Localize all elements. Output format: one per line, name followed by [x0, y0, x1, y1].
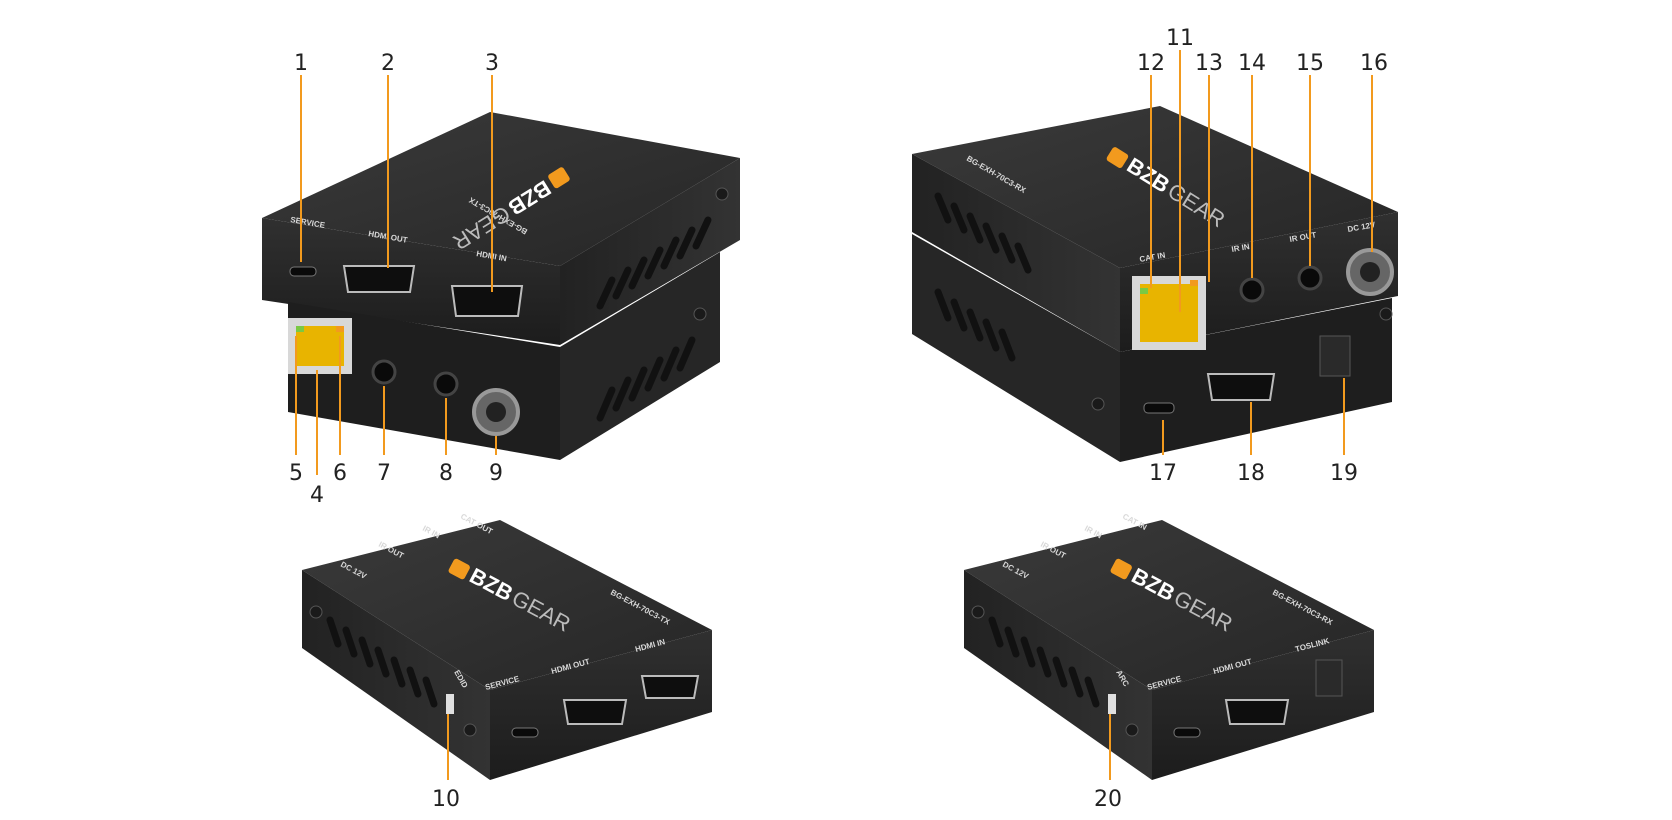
callout-16: 16	[1360, 51, 1388, 76]
rx-ir-out-jack	[1297, 265, 1323, 291]
rx-single-screw	[971, 605, 985, 619]
tx-single-hdmi-in	[640, 675, 700, 699]
tx-ir-out-jack	[433, 371, 459, 397]
rx-screw	[1379, 307, 1393, 321]
callout-numbers: 1 2 3 4 5 6 7 8 9 10 11 12 13 14 15 16 1…	[289, 26, 1388, 812]
tx-single-vents	[326, 616, 438, 708]
tx-rj45-led-left	[296, 326, 304, 332]
callout-4: 4	[310, 483, 324, 508]
tx-vents-upper	[596, 216, 712, 310]
rx-rj45-led-left	[1140, 288, 1148, 294]
tx-hdmi-in-port	[450, 285, 524, 317]
rx-single-vents	[988, 616, 1100, 708]
tx-stacked-view: SERVICE HDMI OUT HDMI IN BG-EXH-70C3-TX …	[262, 112, 740, 460]
rx-rj45-jack	[1140, 284, 1198, 342]
rx-single-screw	[1125, 723, 1139, 737]
rx-rj45-led-right	[1190, 280, 1198, 286]
callout-12: 12	[1137, 51, 1165, 76]
tx-ir-in-jack	[371, 359, 397, 385]
callout-19: 19	[1330, 461, 1358, 486]
tx-single-service-usb	[511, 727, 539, 738]
rx-toslink-port	[1319, 335, 1351, 377]
rx-single-hdmi-out	[1224, 699, 1290, 725]
rx-vents-lower	[934, 288, 1016, 362]
rx-vents-upper	[934, 192, 1032, 274]
tx-single-top	[302, 520, 712, 690]
rx-single-toslink	[1315, 659, 1343, 697]
tx-screw	[693, 307, 707, 321]
rx-single-logo-mark	[1110, 558, 1132, 580]
rx-single-view: ARC SERVICE HDMI OUT TOSLINK BG-EXH-70C3…	[964, 512, 1374, 780]
tx-single-hdmi-out	[562, 699, 628, 725]
callout-6: 6	[333, 461, 347, 486]
tx-single-view: EDID SERVICE HDMI OUT HDMI IN BG-EXH-70C…	[302, 512, 712, 780]
rx-top-logo-mark	[1106, 147, 1129, 168]
rx-stacked-view: CAT IN IR IN IR OUT DC 12V BG-EXH-70C3-R…	[912, 106, 1398, 462]
rx-dc-jack-core	[1360, 262, 1380, 282]
tx-rj45-jack	[296, 326, 344, 366]
tx-hdmi-out-port	[342, 265, 416, 293]
tx-vents-lower	[596, 336, 696, 422]
rx-upper-side	[912, 154, 1120, 352]
tx-lower-side	[560, 252, 720, 460]
tx-screw	[715, 187, 729, 201]
callout-9: 9	[489, 461, 503, 486]
rx-lower-side	[912, 234, 1120, 462]
rx-top-lid	[912, 106, 1398, 268]
tx-service-usb	[289, 266, 317, 277]
tx-single-screw	[309, 605, 323, 619]
rx-hdmi-out-port	[1206, 373, 1276, 401]
tx-dc-jack-core	[486, 402, 506, 422]
callout-11: 11	[1166, 26, 1194, 51]
rx-cat-in-label: CAT IN	[1139, 251, 1166, 264]
rx-ir-in-jack	[1239, 277, 1265, 303]
tx-edid-switch	[446, 694, 454, 714]
callout-13: 13	[1195, 51, 1223, 76]
rx-single-top	[964, 520, 1374, 690]
callout-1: 1	[294, 51, 308, 76]
callout-3: 3	[485, 51, 499, 76]
rx-ir-in-label: IR IN	[1231, 242, 1251, 254]
callout-10: 10	[432, 787, 460, 812]
callout-15: 15	[1296, 51, 1324, 76]
tx-single-screw	[463, 723, 477, 737]
callout-18: 18	[1237, 461, 1265, 486]
tx-rj45-led-right	[336, 326, 344, 332]
callout-17: 17	[1149, 461, 1177, 486]
callout-2: 2	[381, 51, 395, 76]
rx-screw	[1091, 397, 1105, 411]
tx-single-logo-mark	[448, 558, 470, 580]
rx-single-service-usb	[1173, 727, 1201, 738]
callout-14: 14	[1238, 51, 1266, 76]
callout-leaders	[295, 50, 1373, 780]
callout-5: 5	[289, 461, 303, 486]
rx-service-usb	[1143, 402, 1175, 414]
callout-7: 7	[377, 461, 391, 486]
tx-top-lid	[262, 112, 740, 266]
callout-20: 20	[1094, 787, 1122, 812]
callout-8: 8	[439, 461, 453, 486]
rx-arc-switch	[1108, 694, 1116, 714]
tx-top-logo-mark	[548, 167, 570, 189]
